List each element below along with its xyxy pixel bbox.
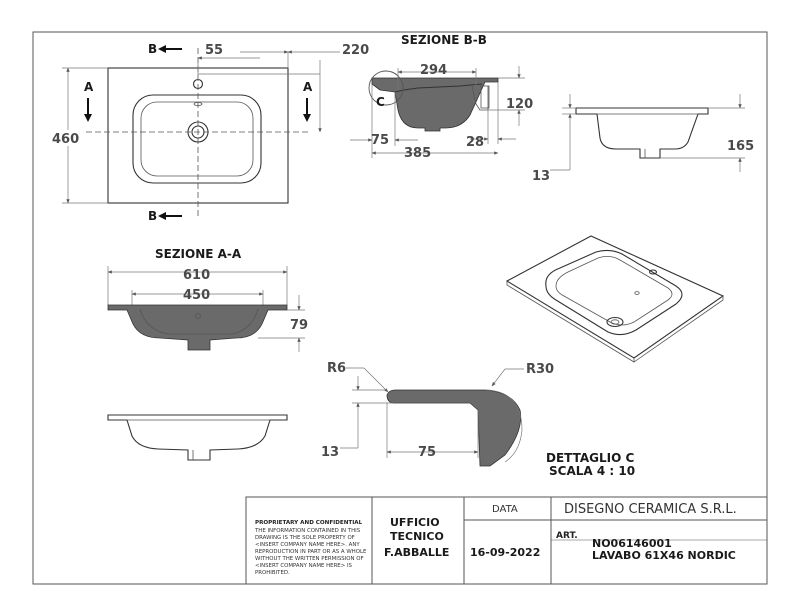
dim-165: 165 — [727, 139, 754, 154]
section-bb-body — [371, 77, 499, 132]
section-a-left-arrowhead — [84, 114, 92, 122]
dim-75-bb: 75 — [371, 133, 389, 148]
section-bb-view: SEZIONE B-B C 294 120 75 28 385 — [350, 33, 533, 161]
dim-385: 385 — [404, 146, 431, 161]
company-name: DISEGNO CERAMICA S.R.L. — [564, 502, 737, 517]
detail-c-view: R6 R30 13 75 DETTAGLIO C SCALA 4 : 10 — [321, 361, 635, 478]
art-label: ART. — [556, 531, 578, 541]
detail-c-scale: SCALA 4 : 10 — [549, 464, 635, 478]
article-name: LAVABO 61X46 NORDIC — [592, 549, 736, 562]
proprietary-title: PROPRIETARY AND CONFIDENTIAL — [255, 520, 363, 526]
section-aa-view: SEZIONE A-A 610 450 79 — [107, 247, 308, 352]
proprietary-line: THE INFORMATION CONTAINED IN THIS — [254, 528, 361, 534]
section-b-bottom-arrowhead — [158, 212, 166, 220]
side-view: 165 13 — [532, 94, 754, 184]
article-code: NO06146001 — [592, 537, 672, 550]
detail-c-body — [386, 389, 522, 467]
proprietary-line: WITHOUT THE WRITTEN PERMISSION OF — [255, 556, 364, 562]
proprietary-line: REPRODUCTION IN PART OR AS A WHOLE — [255, 549, 367, 555]
section-a-left-label: A — [84, 80, 94, 94]
section-b-top-arrowhead — [158, 45, 166, 53]
section-bb-title: SEZIONE B-B — [401, 33, 487, 47]
top-view-basin-outer — [132, 94, 262, 184]
detail-c-label: C — [376, 95, 385, 109]
dim-r6: R6 — [327, 361, 346, 376]
date-value: 16-09-2022 — [470, 546, 540, 559]
top-view-basin-inner — [140, 101, 254, 177]
section-aa-title: SEZIONE A-A — [155, 247, 242, 261]
front-view-outline — [107, 414, 288, 461]
section-a-right-arrowhead — [303, 114, 311, 122]
dim-610: 610 — [183, 268, 210, 283]
section-aa-body — [107, 304, 288, 351]
proprietary-line: <INSERT COMPANY NAME HERE>. ANY — [255, 542, 360, 548]
detail-c-title: DETTAGLIO C — [546, 451, 635, 465]
author: F.ABBALLE — [384, 546, 449, 559]
dim-450: 450 — [183, 288, 210, 303]
dim-55: 55 — [205, 43, 223, 58]
office-line1: UFFICIO — [390, 516, 440, 529]
section-b-bottom-label: B — [148, 209, 157, 223]
date-label: DATA — [492, 504, 518, 515]
top-view: B B A A 55 220 460 — [50, 42, 369, 223]
dim-294: 294 — [420, 63, 447, 78]
detail-c-marker — [368, 70, 404, 106]
dim-r30: R30 — [526, 362, 554, 377]
iso-basin-inner — [555, 256, 673, 326]
iso-tap-hole — [648, 269, 658, 275]
isometric-view — [505, 235, 725, 363]
iso-drain — [606, 316, 624, 328]
dim-75-detail: 75 — [418, 445, 436, 460]
dim-120: 120 — [506, 97, 533, 112]
proprietary-line: DRAWING IS THE SOLE PROPERTY OF — [255, 535, 355, 541]
dim-79: 79 — [290, 318, 308, 333]
dim-28: 28 — [466, 135, 484, 150]
dim-13-side: 13 — [532, 169, 550, 184]
front-view — [107, 414, 288, 461]
title-block: PROPRIETARY AND CONFIDENTIAL THE INFORMA… — [245, 496, 768, 585]
office-line2: TECNICO — [390, 530, 444, 543]
dim-460: 460 — [52, 132, 79, 147]
dim-220: 220 — [342, 43, 369, 58]
section-a-right-label: A — [303, 80, 313, 94]
proprietary-line: PROHIBITED. — [255, 570, 290, 576]
iso-top-surface — [505, 235, 725, 359]
iso-basin-outer — [545, 249, 683, 336]
section-b-top-label: B — [148, 42, 157, 56]
dim-13-detail: 13 — [321, 445, 339, 460]
side-view-outline — [575, 107, 709, 159]
proprietary-line: <INSERT COMPANY NAME HERE> IS — [255, 563, 353, 569]
